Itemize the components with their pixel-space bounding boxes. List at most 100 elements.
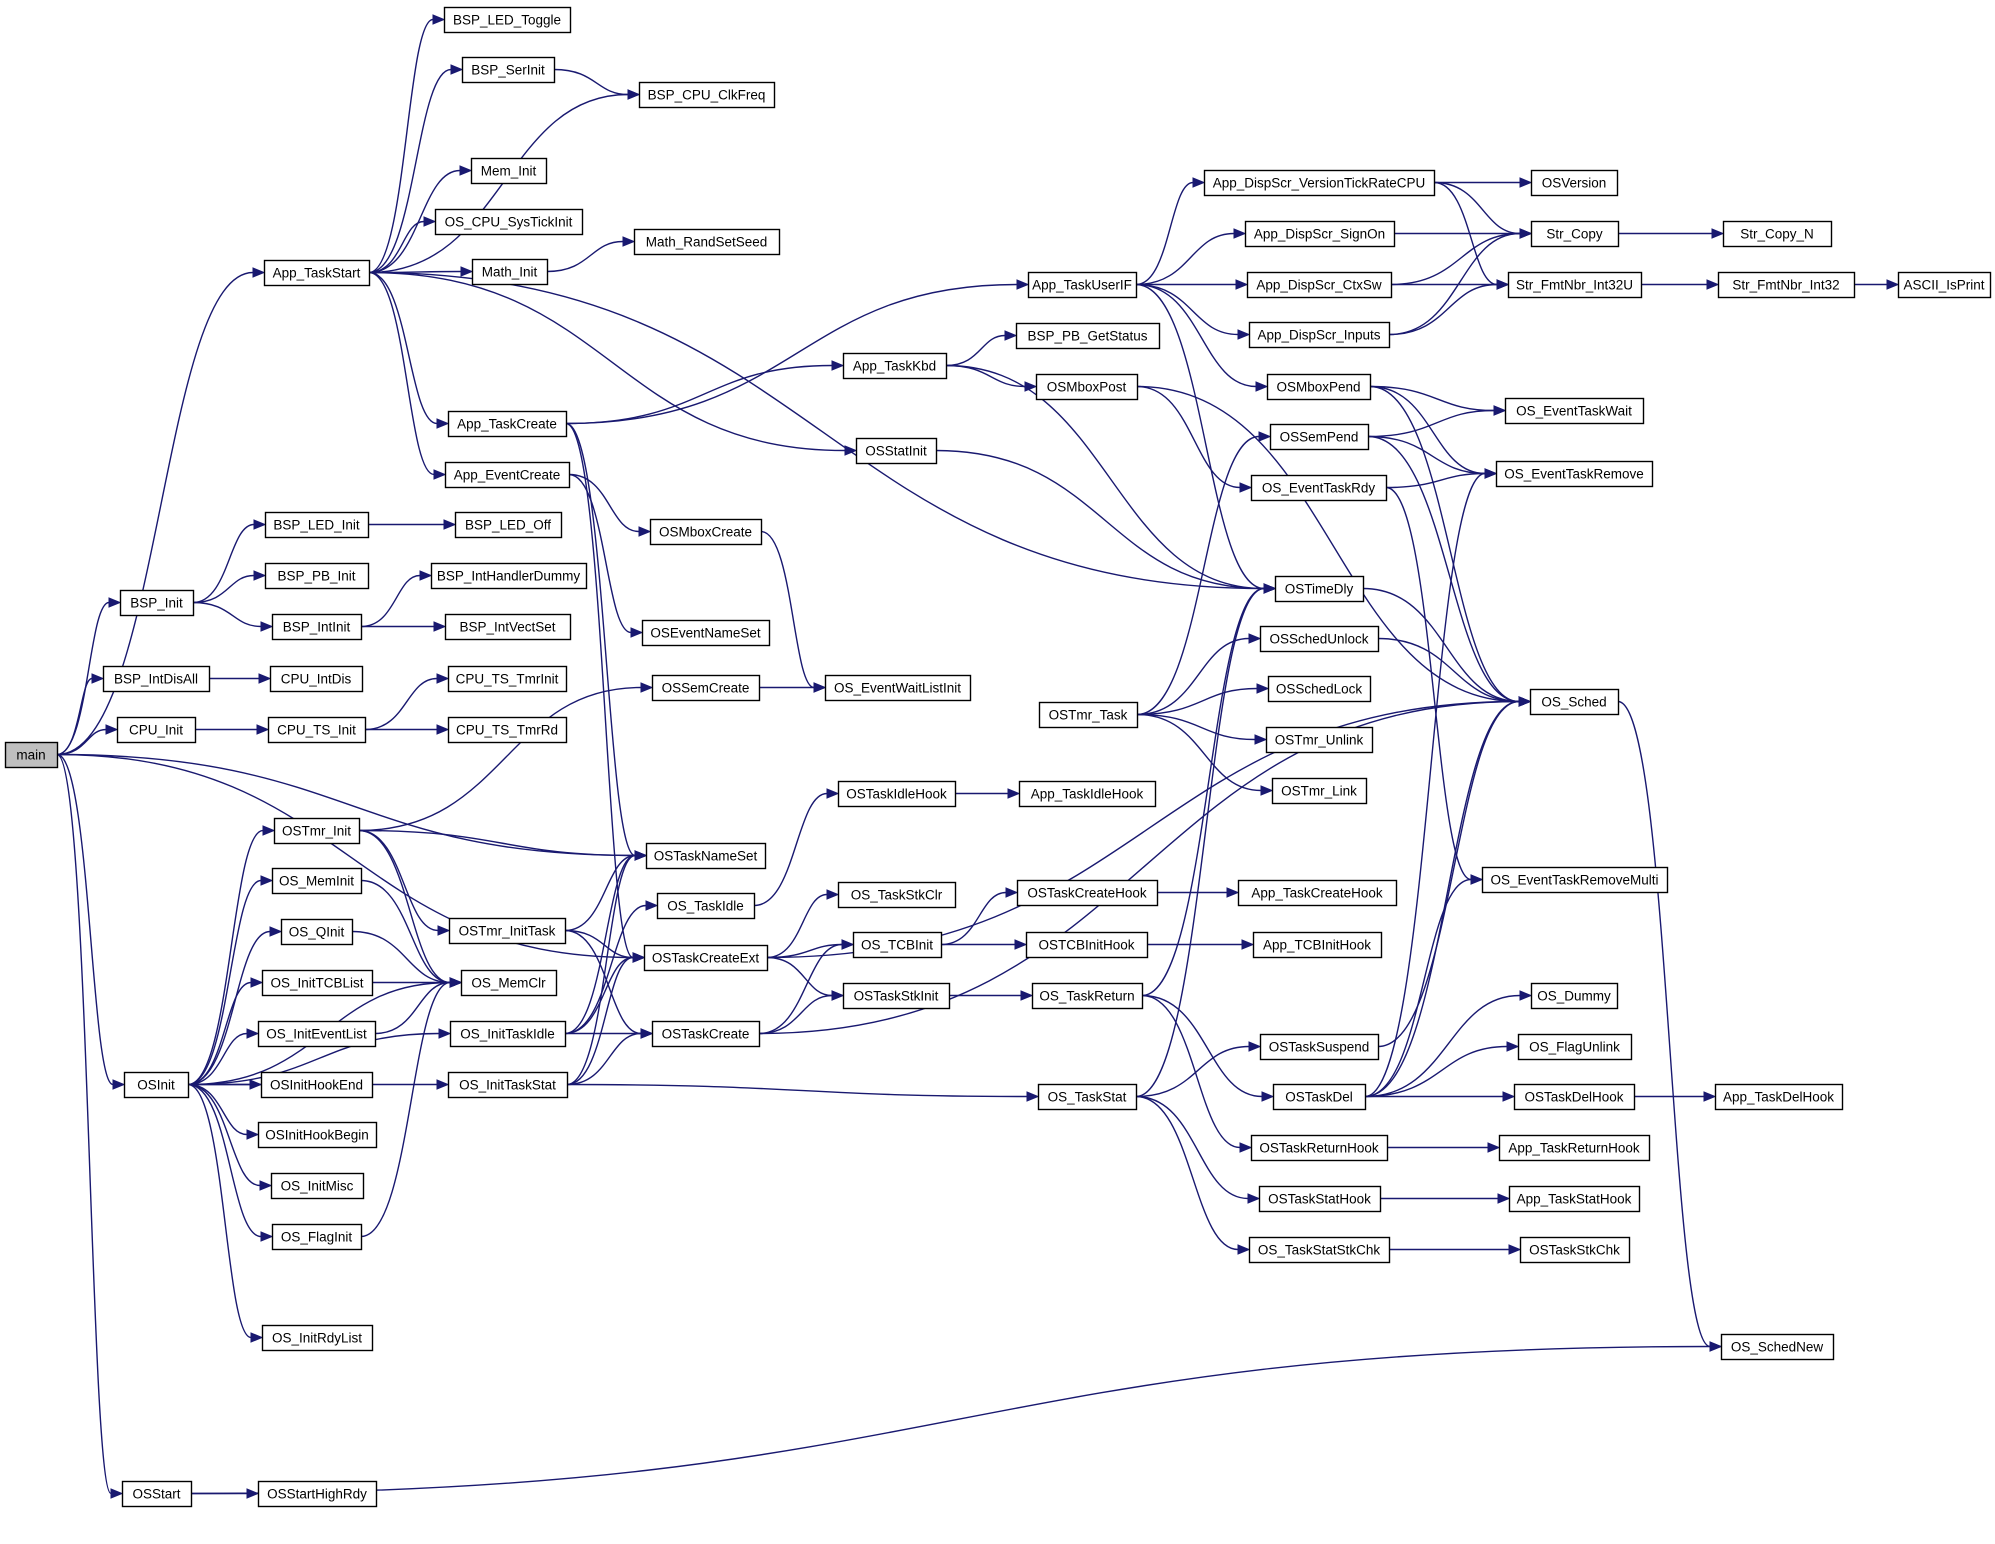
node-App_DispScr_VersionTickRateCPU[interactable]: App_DispScr_VersionTickRateCPU [1203,169,1436,197]
node-OSSemCreate[interactable]: OSSemCreate [651,674,761,702]
node-OSVersion[interactable]: OSVersion [1530,169,1619,197]
node-OS_TaskStatStkChk[interactable]: OS_TaskStatStkChk [1248,1236,1391,1264]
node-OSTaskCreate[interactable]: OSTaskCreate [651,1020,761,1048]
node-BSP_IntHandlerDummy[interactable]: BSP_IntHandlerDummy [430,562,588,590]
node-BSP_SerInit[interactable]: BSP_SerInit [461,56,556,84]
node-OS_SchedNew[interactable]: OS_SchedNew [1720,1333,1835,1361]
node-OSSchedLock[interactable]: OSSchedLock [1267,675,1372,703]
node-CPU_TS_TmrRd[interactable]: CPU_TS_TmrRd [447,716,568,744]
node-OSTaskCreateHook[interactable]: OSTaskCreateHook [1016,879,1159,907]
node-OSTaskNameSet[interactable]: OSTaskNameSet [645,842,767,870]
node-OSStatInit[interactable]: OSStatInit [855,437,938,465]
node-App_TaskIdleHook[interactable]: App_TaskIdleHook [1018,780,1157,808]
node-OSMboxPend[interactable]: OSMboxPend [1266,373,1372,401]
node-OS_InitTaskStat[interactable]: OS_InitTaskStat [447,1071,569,1099]
node-OS_TaskStkClr[interactable]: OS_TaskStkClr [837,881,957,909]
node-App_DispScr_SignOn[interactable]: App_DispScr_SignOn [1244,220,1396,248]
node-App_TaskCreateHook[interactable]: App_TaskCreateHook [1237,879,1398,907]
node-App_EventCreate[interactable]: App_EventCreate [444,461,571,489]
node-BSP_LED_Toggle[interactable]: BSP_LED_Toggle [443,6,572,34]
node-BSP_PB_GetStatus[interactable]: BSP_PB_GetStatus [1015,322,1161,350]
node-OSInitHookEnd[interactable]: OSInitHookEnd [260,1071,374,1099]
node-OSInit[interactable]: OSInit [123,1071,190,1099]
node-OSTmr_Init[interactable]: OSTmr_Init [273,817,361,845]
node-OSTaskStkInit[interactable]: OSTaskStkInit [842,982,951,1010]
node-OSTmr_Link[interactable]: OSTmr_Link [1271,777,1368,805]
node-BSP_PB_Init[interactable]: BSP_PB_Init [264,562,370,590]
node-OSTaskStatHook[interactable]: OSTaskStatHook [1258,1185,1382,1213]
node-OS_EventTaskWait[interactable]: OS_EventTaskWait [1504,397,1645,425]
node-OS_CPU_SysTickInit[interactable]: OS_CPU_SysTickInit [434,208,584,236]
node-OS_InitRdyList[interactable]: OS_InitRdyList [261,1324,374,1352]
node-OSEventNameSet[interactable]: OSEventNameSet [641,619,771,647]
node-OS_Dummy[interactable]: OS_Dummy [1530,982,1619,1010]
node-Math_Init[interactable]: Math_Init [471,258,549,286]
node-OS_EventTaskRemoveMulti[interactable]: OS_EventTaskRemoveMulti [1481,866,1669,894]
node-OSTaskStkChk[interactable]: OSTaskStkChk [1519,1236,1631,1264]
node-CPU_Init[interactable]: CPU_Init [116,716,197,744]
node-main[interactable]: main [4,741,59,769]
node-Str_FmtNbr_Int32[interactable]: Str_FmtNbr_Int32 [1717,271,1856,299]
node-OSTmr_InitTask[interactable]: OSTmr_InitTask [448,917,567,945]
node-OS_InitTaskIdle[interactable]: OS_InitTaskIdle [449,1020,567,1048]
node-OS_InitEventList[interactable]: OS_InitEventList [257,1020,377,1048]
node-App_TCBInitHook[interactable]: App_TCBInitHook [1252,931,1383,959]
node-Str_Copy_N[interactable]: Str_Copy_N [1722,220,1833,248]
node-OSMboxCreate[interactable]: OSMboxCreate [649,518,763,546]
node-App_DispScr_Inputs[interactable]: App_DispScr_Inputs [1248,321,1391,349]
node-OS_EventTaskRemove[interactable]: OS_EventTaskRemove [1495,460,1654,488]
node-OSTmr_Task[interactable]: OSTmr_Task [1038,701,1139,729]
node-OSTaskIdleHook[interactable]: OSTaskIdleHook [837,780,957,808]
node-OS_MemInit[interactable]: OS_MemInit [271,867,363,895]
node-CPU_TS_Init[interactable]: CPU_TS_Init [267,716,367,744]
node-Str_Copy[interactable]: Str_Copy [1530,220,1620,248]
node-Str_FmtNbr_Int32U[interactable]: Str_FmtNbr_Int32U [1507,271,1643,299]
node-OSStartHighRdy[interactable]: OSStartHighRdy [257,1480,378,1508]
node-OSTaskCreateExt[interactable]: OSTaskCreateExt [643,944,769,972]
node-BSP_Init[interactable]: BSP_Init [119,589,195,617]
node-OSTaskDel[interactable]: OSTaskDel [1272,1083,1367,1111]
node-OS_Sched[interactable]: OS_Sched [1529,688,1620,716]
node-OSTaskSuspend[interactable]: OSTaskSuspend [1259,1033,1380,1061]
node-App_TaskUserIF[interactable]: App_TaskUserIF [1027,271,1138,299]
node-OS_TCBInit[interactable]: OS_TCBInit [852,931,943,959]
node-BSP_LED_Off[interactable]: BSP_LED_Off [454,511,563,539]
node-OSTaskReturnHook[interactable]: OSTaskReturnHook [1250,1134,1389,1162]
node-App_DispScr_CtxSw[interactable]: App_DispScr_CtxSw [1246,271,1393,299]
node-OS_EventTaskRdy[interactable]: OS_EventTaskRdy [1250,474,1388,502]
node-OS_QInit[interactable]: OS_QInit [280,918,354,946]
node-App_TaskStatHook[interactable]: App_TaskStatHook [1508,1185,1641,1213]
node-App_TaskStart[interactable]: App_TaskStart [263,259,371,287]
node-App_TaskKbd[interactable]: App_TaskKbd [842,352,948,380]
node-OS_TaskReturn[interactable]: OS_TaskReturn [1031,982,1144,1010]
node-BSP_IntDisAll[interactable]: BSP_IntDisAll [102,665,211,693]
node-Math_RandSetSeed[interactable]: Math_RandSetSeed [633,228,781,256]
node-OS_MemClr[interactable]: OS_MemClr [460,969,558,997]
node-OSTaskDelHook[interactable]: OSTaskDelHook [1513,1083,1636,1111]
node-OSSchedUnlock[interactable]: OSSchedUnlock [1259,625,1380,653]
node-BSP_IntInit[interactable]: BSP_IntInit [271,613,363,641]
node-BSP_CPU_ClkFreq[interactable]: BSP_CPU_ClkFreq [638,81,776,109]
node-OS_FlagUnlink[interactable]: OS_FlagUnlink [1517,1033,1633,1061]
node-OSTCBInitHook[interactable]: OSTCBInitHook [1025,931,1149,959]
node-BSP_LED_Init[interactable]: BSP_LED_Init [264,511,370,539]
node-OSMboxPost[interactable]: OSMboxPost [1035,373,1139,401]
node-OSStart[interactable]: OSStart [121,1480,193,1508]
node-OS_EventWaitListInit[interactable]: OS_EventWaitListInit [824,674,972,702]
node-OS_TaskIdle[interactable]: OS_TaskIdle [656,892,756,920]
node-App_TaskReturnHook[interactable]: App_TaskReturnHook [1498,1134,1651,1162]
node-OSSemPend[interactable]: OSSemPend [1269,423,1370,451]
node-App_TaskCreate[interactable]: App_TaskCreate [447,410,568,438]
node-App_TaskDelHook[interactable]: App_TaskDelHook [1714,1083,1844,1111]
node-OS_InitTCBList[interactable]: OS_InitTCBList [261,969,374,997]
node-OSTmr_Unlink[interactable]: OSTmr_Unlink [1265,726,1374,754]
node-ASCII_IsPrint[interactable]: ASCII_IsPrint [1897,271,1992,299]
node-OSInitHookBegin[interactable]: OSInitHookBegin [257,1121,378,1149]
node-CPU_IntDis[interactable]: CPU_IntDis [269,665,364,693]
node-OSTimeDly[interactable]: OSTimeDly [1274,575,1365,603]
node-OS_TaskStat[interactable]: OS_TaskStat [1037,1083,1138,1111]
node-Mem_Init[interactable]: Mem_Init [470,157,548,185]
node-OS_FlagInit[interactable]: OS_FlagInit [271,1223,363,1251]
node-CPU_TS_TmrInit[interactable]: CPU_TS_TmrInit [447,665,568,693]
node-BSP_IntVectSet[interactable]: BSP_IntVectSet [444,613,572,641]
